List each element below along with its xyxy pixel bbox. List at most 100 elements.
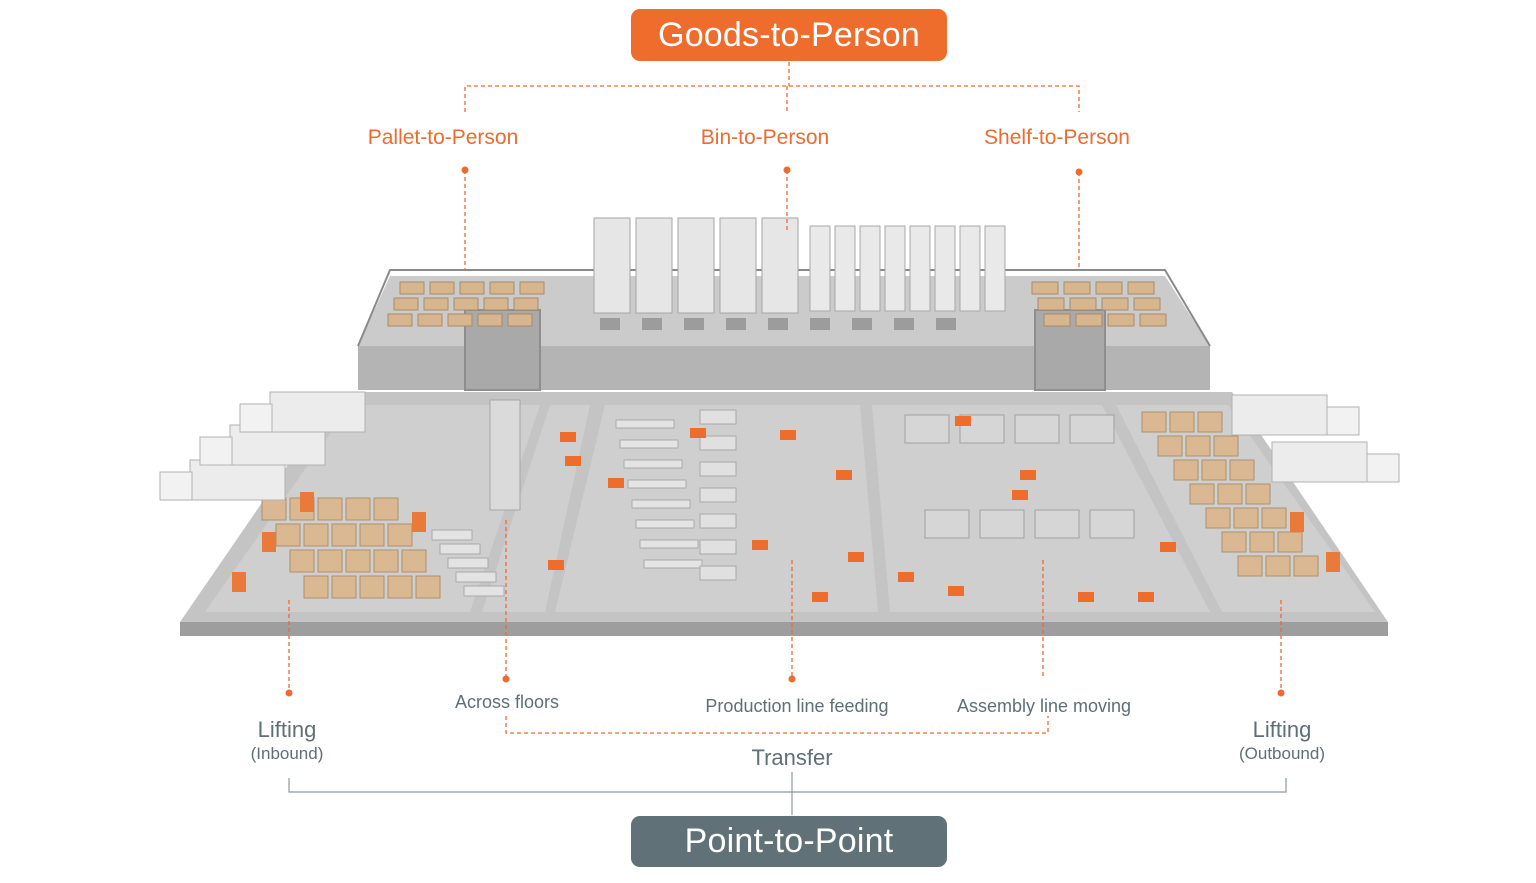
outbound-box bbox=[1229, 459, 1255, 481]
assembly-cell bbox=[1014, 414, 1060, 444]
mezzanine-pallet bbox=[417, 313, 443, 327]
production-line bbox=[639, 539, 699, 549]
assembly-line-moving-label: Assembly line moving bbox=[956, 696, 1132, 716]
assembly-cell bbox=[979, 509, 1025, 539]
workstation bbox=[726, 318, 746, 330]
amr-robot bbox=[1138, 592, 1154, 602]
inbound-box bbox=[303, 575, 329, 599]
truck-cab-left bbox=[199, 436, 233, 466]
conveyor bbox=[699, 487, 737, 503]
workstation bbox=[642, 318, 662, 330]
amr-robot bbox=[812, 592, 828, 602]
truck-trailer-right bbox=[1231, 394, 1328, 436]
incline-conveyor bbox=[463, 585, 505, 597]
mezzanine-pallet bbox=[423, 297, 449, 311]
lifting-inbound-title: Lifting bbox=[257, 717, 317, 742]
incline-conveyor bbox=[431, 529, 473, 541]
floor-slab-side bbox=[180, 622, 1388, 636]
mezzanine-pallet bbox=[459, 281, 485, 295]
forklift bbox=[1326, 552, 1340, 572]
assembly-cell bbox=[1089, 509, 1135, 539]
inbound-box bbox=[359, 523, 385, 547]
amr-robot bbox=[1020, 470, 1036, 480]
amr-robot bbox=[898, 572, 914, 582]
bin-rack bbox=[719, 217, 757, 314]
mezzanine-box bbox=[1063, 281, 1091, 295]
amr-robot bbox=[1078, 592, 1094, 602]
conveyor bbox=[699, 539, 737, 555]
inbound-box bbox=[345, 497, 371, 521]
inbound-box bbox=[387, 523, 413, 547]
workstation bbox=[600, 318, 620, 330]
inbound-box bbox=[373, 549, 399, 573]
outbound-box bbox=[1217, 483, 1243, 505]
forklift bbox=[300, 492, 314, 512]
incline-conveyor bbox=[455, 571, 497, 583]
forklift bbox=[232, 572, 246, 592]
zone-assembly bbox=[872, 405, 1210, 612]
assembly-cell bbox=[924, 509, 970, 539]
inbound-box bbox=[345, 549, 371, 573]
mezzanine-pallet bbox=[483, 297, 509, 311]
point-to-point-title: Point-to-Point bbox=[631, 816, 947, 867]
lifting-outbound-label: Lifting (Outbound) bbox=[1239, 717, 1325, 764]
mezzanine-box bbox=[1069, 297, 1097, 311]
outbound-box bbox=[1201, 459, 1227, 481]
amr-robot bbox=[690, 428, 706, 438]
mezzanine-box bbox=[1107, 313, 1135, 327]
mezzanine-pallet bbox=[447, 313, 473, 327]
amr-robot bbox=[548, 560, 564, 570]
shelf-rack bbox=[959, 225, 981, 312]
bin-rack bbox=[761, 217, 799, 314]
amr-robot bbox=[955, 416, 971, 426]
outbound-box bbox=[1173, 459, 1199, 481]
shelf-rack bbox=[859, 225, 881, 312]
mezzanine-pallet bbox=[393, 297, 419, 311]
assembly-cell bbox=[1069, 414, 1115, 444]
workstation bbox=[852, 318, 872, 330]
mezzanine-box bbox=[1075, 313, 1103, 327]
outbound-box bbox=[1197, 411, 1223, 433]
outbound-box bbox=[1169, 411, 1195, 433]
bin-rack bbox=[677, 217, 715, 314]
mezzanine-pallet bbox=[399, 281, 425, 295]
production-line bbox=[615, 419, 675, 429]
truck-cab-left bbox=[239, 403, 273, 433]
outbound-box bbox=[1245, 483, 1271, 505]
forklift bbox=[412, 512, 426, 532]
conveyor bbox=[699, 461, 737, 477]
production-line bbox=[635, 519, 695, 529]
forklift bbox=[262, 532, 276, 552]
mezzanine-box bbox=[1043, 313, 1071, 327]
inbound-box bbox=[331, 575, 357, 599]
amr-robot bbox=[848, 552, 864, 562]
outbound-box bbox=[1261, 507, 1287, 529]
inbound-box bbox=[317, 549, 343, 573]
inbound-box bbox=[401, 549, 427, 573]
amr-robot bbox=[560, 432, 576, 442]
outbound-box bbox=[1233, 507, 1259, 529]
outbound-box bbox=[1237, 555, 1263, 577]
outbound-box bbox=[1189, 483, 1215, 505]
g2p-leader-lines bbox=[288, 62, 1282, 734]
outbound-box bbox=[1205, 507, 1231, 529]
bin-to-person-label: Bin-to-Person bbox=[700, 126, 830, 149]
mezzanine-pallet bbox=[453, 297, 479, 311]
shelf-rack bbox=[934, 225, 956, 312]
outbound-box bbox=[1265, 555, 1291, 577]
outbound-box bbox=[1221, 531, 1247, 553]
lifting-inbound-label: Lifting (Inbound) bbox=[251, 717, 324, 764]
mezzanine-pallet bbox=[429, 281, 455, 295]
production-line bbox=[619, 439, 679, 449]
lifting-inbound-sub: (Inbound) bbox=[250, 744, 324, 763]
mezzanine-box bbox=[1101, 297, 1129, 311]
bin-rack bbox=[593, 217, 631, 314]
mezzanine-box bbox=[1037, 297, 1065, 311]
truck-trailer-right bbox=[1271, 441, 1368, 483]
inbound-box bbox=[331, 523, 357, 547]
workstation bbox=[894, 318, 914, 330]
outbound-box bbox=[1277, 531, 1303, 553]
conveyor bbox=[699, 409, 737, 425]
